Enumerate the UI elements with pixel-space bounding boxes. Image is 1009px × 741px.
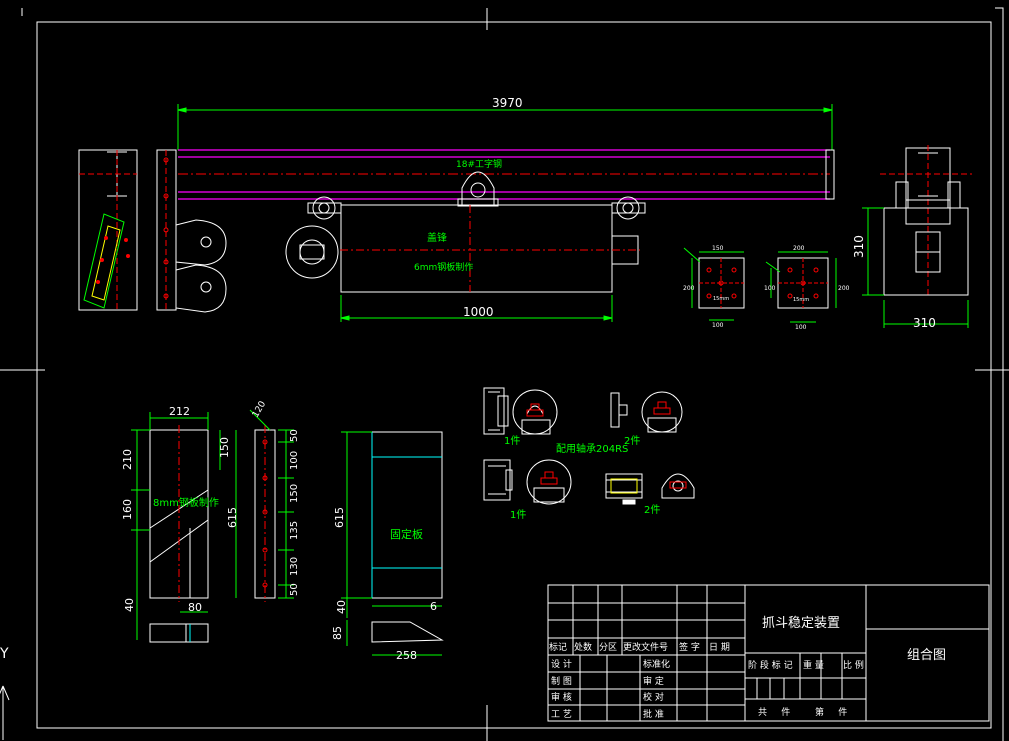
stage-col-1: 阶 段 标 记 — [748, 659, 793, 671]
dim-plate-angle: 120 — [251, 399, 268, 419]
row-draw: 制 图 — [551, 675, 572, 687]
dim-plate-bottom: 40 — [123, 598, 136, 612]
dim-hole-3: 150 — [289, 484, 300, 503]
header-col-4: 更改文件号 — [623, 641, 668, 653]
square-plate-1: 150 200 100 15mm — [683, 245, 745, 329]
stage-col-3: 比 例 — [843, 659, 864, 671]
title-block: 抓斗稳定装置 组合图 标记 处数 分区 更改文件号 签 字 日 期 设 计 标准… — [547, 584, 990, 722]
dim-hole-5: 130 — [289, 557, 300, 576]
ucs-y-label: Y — [0, 646, 9, 662]
dim-plate-width: 212 — [169, 405, 190, 418]
label-qty-1a: 1件 — [504, 435, 520, 447]
plate-side-view: 120 50 100 150 135 130 50 — [249, 399, 300, 602]
header-col-6: 日 期 — [709, 642, 730, 653]
row-process: 工 艺 — [551, 709, 572, 720]
square-plate-2: 200 200 100 100 15mm — [764, 245, 850, 331]
dim-sq2-radius: 15mm — [793, 297, 809, 303]
header-col-1: 标记 — [549, 641, 567, 653]
dim-wedge-w: 258 — [396, 649, 417, 662]
dim-hole-6: 50 — [289, 583, 300, 596]
label-plate-material: 8mm钢板制作 — [153, 496, 219, 509]
row-design: 设 计 — [551, 658, 572, 670]
dim-sq2-small: 100 — [764, 285, 776, 292]
title-project: 抓斗稳定装置 — [762, 615, 840, 631]
label-qty-1b: 1件 — [510, 509, 526, 521]
stage-col-2: 重 量 — [803, 659, 824, 671]
dim-hole-4: 135 — [289, 521, 300, 540]
dim-hole-2: 100 — [289, 451, 300, 470]
dim-fixed-total: 615 — [333, 507, 346, 528]
dim-plate-h1: 210 — [121, 449, 134, 470]
row-check: 校 对 — [643, 691, 664, 703]
label-qty-2b: 2件 — [644, 504, 660, 516]
fixed-plate-view: 固定板 615 40 6 85 258 — [331, 431, 444, 662]
footer-left: 共 件 — [758, 706, 790, 718]
header-col-5: 签 字 — [679, 641, 700, 653]
dim-fixed-bottom: 40 — [335, 600, 348, 614]
label-fixed-plate: 固定板 — [390, 527, 423, 541]
dim-plate-bottom-w: 80 — [188, 601, 202, 614]
footer-right: 第 件 — [815, 706, 847, 718]
row-ratify: 批 准 — [643, 708, 664, 720]
beam-left-end-view — [78, 149, 138, 311]
row-standard: 标准化 — [643, 658, 670, 670]
dim-beam-length: 3970 — [492, 96, 523, 110]
label-box-top: 盖锋 — [427, 231, 447, 244]
label-box-material: 6mm钢板制作 — [414, 261, 473, 273]
plate-front-view: 8mm钢板制作 212 210 160 150 615 40 80 — [121, 405, 239, 643]
dim-side-height: 310 — [852, 235, 866, 258]
roller-details: 1件 2件 配用轴承204RS 1件 — [483, 387, 695, 521]
dim-plate-total: 615 — [226, 507, 239, 528]
dim-box-length: 1000 — [463, 305, 494, 319]
dim-sq1-bottom: 100 — [712, 322, 724, 329]
label-bearing-note: 配用轴承204RS — [556, 442, 628, 455]
dim-side-width: 310 — [913, 316, 936, 330]
dim-wedge-h: 85 — [331, 626, 344, 640]
label-qty-2a: 2件 — [624, 435, 640, 447]
dim-fixed-gap: 6 — [430, 600, 437, 613]
dim-sq1-width: 150 — [712, 245, 724, 252]
dim-sq2-width: 200 — [793, 245, 805, 252]
dim-sq1-height: 200 — [683, 285, 695, 292]
roller-bracket-left-view — [156, 149, 227, 313]
header-col-2: 处数 — [574, 641, 592, 653]
dim-hole-1: 50 — [289, 429, 300, 442]
dim-sq2-bottom: 100 — [795, 324, 807, 331]
dim-plate-h3: 150 — [218, 437, 231, 458]
dim-sq2-height: 200 — [838, 285, 850, 292]
label-beam: 18#工字钢 — [456, 158, 502, 170]
dim-plate-h2: 160 — [121, 499, 134, 520]
row-review: 审 核 — [551, 691, 572, 703]
row-approve: 审 定 — [643, 675, 664, 687]
side-view: 310 310 — [852, 145, 972, 330]
dim-sq1-radius: 15mm — [713, 296, 729, 302]
ucs-icon — [0, 685, 10, 740]
drawing-frame — [0, 7, 1009, 741]
title-drawing-name: 组合图 — [907, 648, 946, 663]
beam-front-view: 3970 18#工字钢 盖锋 6mm钢板制作 — [177, 96, 835, 322]
header-col-3: 分区 — [599, 642, 617, 653]
